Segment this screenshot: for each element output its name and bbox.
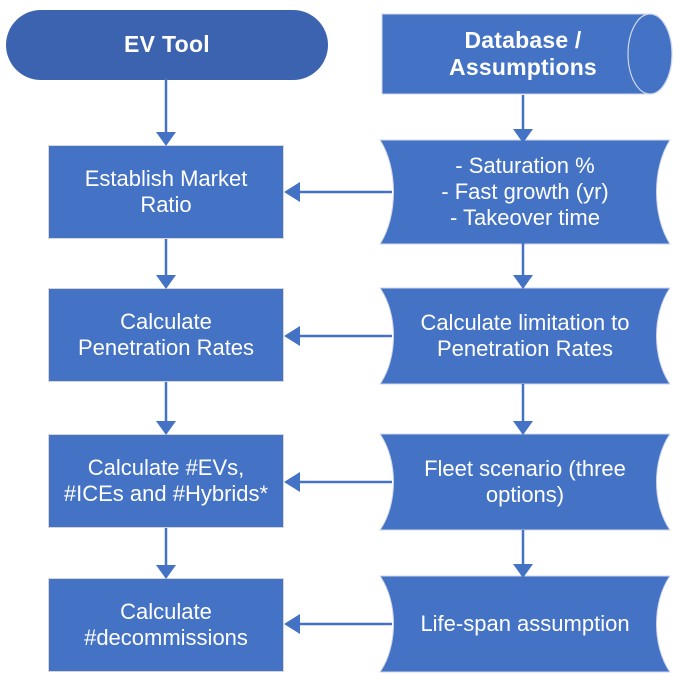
connector-assumptions-to-limitation	[511, 243, 535, 291]
node-database-assumptions[interactable]: Database / Assumptions	[378, 8, 674, 100]
connector-database-to-assumptions	[511, 95, 535, 145]
node-calculate-limitation-label: Calculate limitation to Penetration Rate…	[420, 310, 630, 361]
node-establish-market-ratio[interactable]: Establish Market Ratio	[48, 145, 284, 239]
node-database-assumptions-label: Database / Assumptions	[449, 26, 597, 80]
flag-shape	[379, 575, 671, 673]
node-life-span-assumption-label: Life-span assumption	[420, 611, 630, 637]
node-calculate-decommissions[interactable]: Calculate #decommissions	[48, 578, 284, 672]
flag-shape	[379, 287, 671, 385]
connector-penetration-to-vehicles	[154, 382, 178, 437]
node-calculate-limitation[interactable]: Calculate limitation to Penetration Rate…	[374, 286, 676, 386]
node-assumptions-list-label: - Saturation % - Fast growth (yr) - Take…	[441, 153, 609, 230]
node-assumptions-list[interactable]: - Saturation % - Fast growth (yr) - Take…	[374, 138, 676, 246]
connector-fleet-to-lifespan	[511, 530, 535, 580]
node-fleet-scenario[interactable]: Fleet scenario (three options)	[374, 432, 676, 532]
connector-limitation-to-penetration	[280, 324, 392, 348]
flag-shape	[379, 433, 671, 531]
connector-establish-to-penetration	[154, 239, 178, 291]
node-life-span-assumption[interactable]: Life-span assumption	[374, 574, 676, 674]
node-ev-tool[interactable]: EV Tool	[6, 10, 328, 80]
connector-fleet-to-vehicles	[280, 470, 392, 494]
flag-shape	[379, 139, 671, 245]
connector-limitation-to-fleet	[511, 384, 535, 437]
connector-lifespan-to-decommissions	[280, 612, 392, 636]
connector-vehicles-to-decommissions	[154, 528, 178, 581]
node-fleet-scenario-label: Fleet scenario (three options)	[424, 456, 626, 507]
cylinder-shape	[381, 13, 673, 95]
node-calculate-vehicles[interactable]: Calculate #EVs, #ICEs and #Hybrids*	[48, 434, 284, 528]
node-calculate-penetration-rates[interactable]: Calculate Penetration Rates	[48, 288, 284, 382]
connector-assumptions-to-establish	[280, 180, 392, 204]
connector-ev-tool-to-establish	[154, 78, 178, 148]
